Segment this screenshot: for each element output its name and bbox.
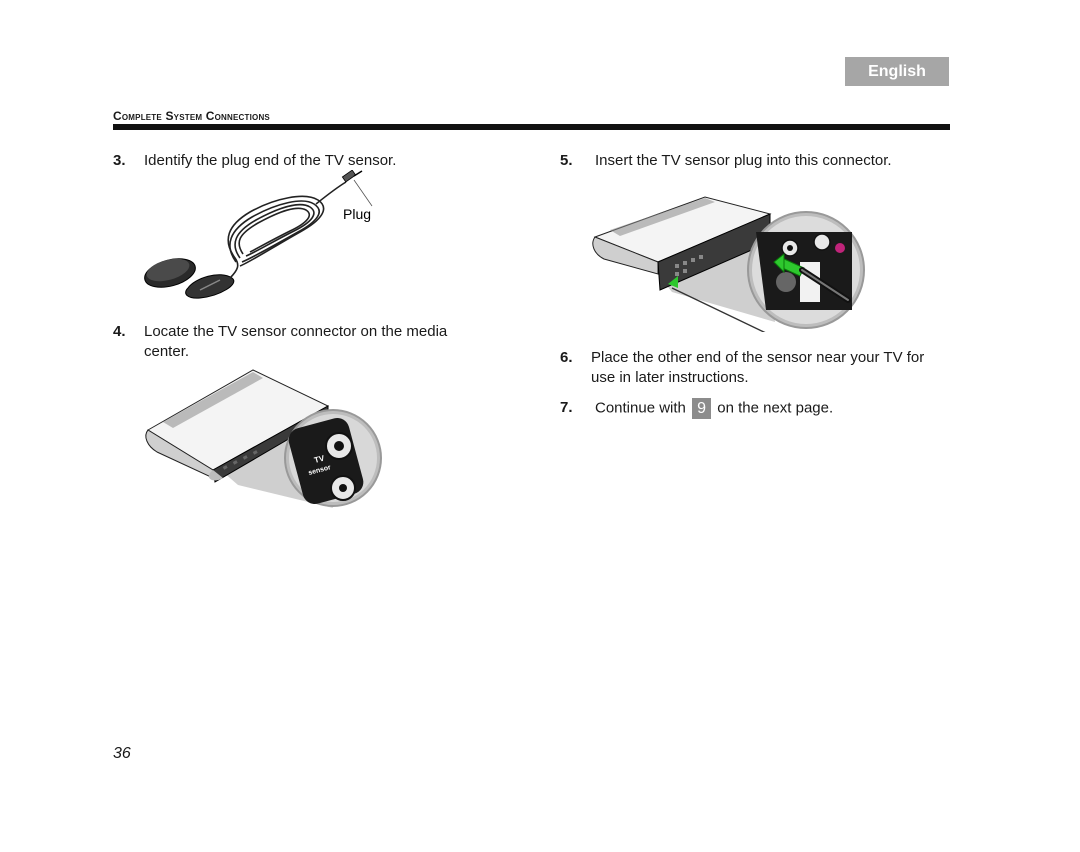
step-text-line2: use in later instructions. <box>591 369 749 386</box>
media-center-illustration: TV sensor <box>145 369 382 508</box>
step-number: 7. <box>560 399 573 416</box>
language-tab[interactable]: English <box>845 57 949 86</box>
page-number: 36 <box>113 745 131 762</box>
step-number: 4. <box>113 323 126 340</box>
step-number: 5. <box>560 152 573 169</box>
step-text-line2: center. <box>144 343 190 360</box>
insert-plug-illustration <box>592 196 865 332</box>
step-reference-badge: 9 <box>692 398 712 419</box>
step-text: Identify the plug end of the TV sensor. <box>144 152 397 169</box>
step-number: 3. <box>113 152 126 169</box>
step-3: 3. Identify the plug end of the TV senso… <box>113 151 513 173</box>
step-text: Continue with 9 on the next page. <box>595 398 833 419</box>
step-text-line1: Place the other end of the sensor near y… <box>591 349 925 366</box>
step-6: 6. Place the other end of the sensor nea… <box>560 348 950 390</box>
step-text-line1: Locate the TV sensor connector on the me… <box>144 323 448 340</box>
step-4: 4. Locate the TV sensor connector on the… <box>113 322 513 364</box>
step-text: Insert the TV sensor plug into this conn… <box>595 152 892 169</box>
header-rule <box>113 124 950 130</box>
tv-sensor-illustration: Plug <box>144 170 373 299</box>
step-number: 6. <box>560 349 573 366</box>
step-text-after: on the next page. <box>717 399 834 417</box>
step-text-before: Continue with <box>595 399 686 417</box>
tv-label: TV <box>313 453 326 465</box>
step-7: 7. Continue with 9 on the next page. <box>560 398 950 422</box>
plug <box>341 170 357 183</box>
section-title: Complete System Connections <box>113 109 270 123</box>
plug-callout: Plug <box>343 206 371 222</box>
step-5: 5. Insert the TV sensor plug into this c… <box>560 151 950 173</box>
sensor-body <box>185 274 235 299</box>
